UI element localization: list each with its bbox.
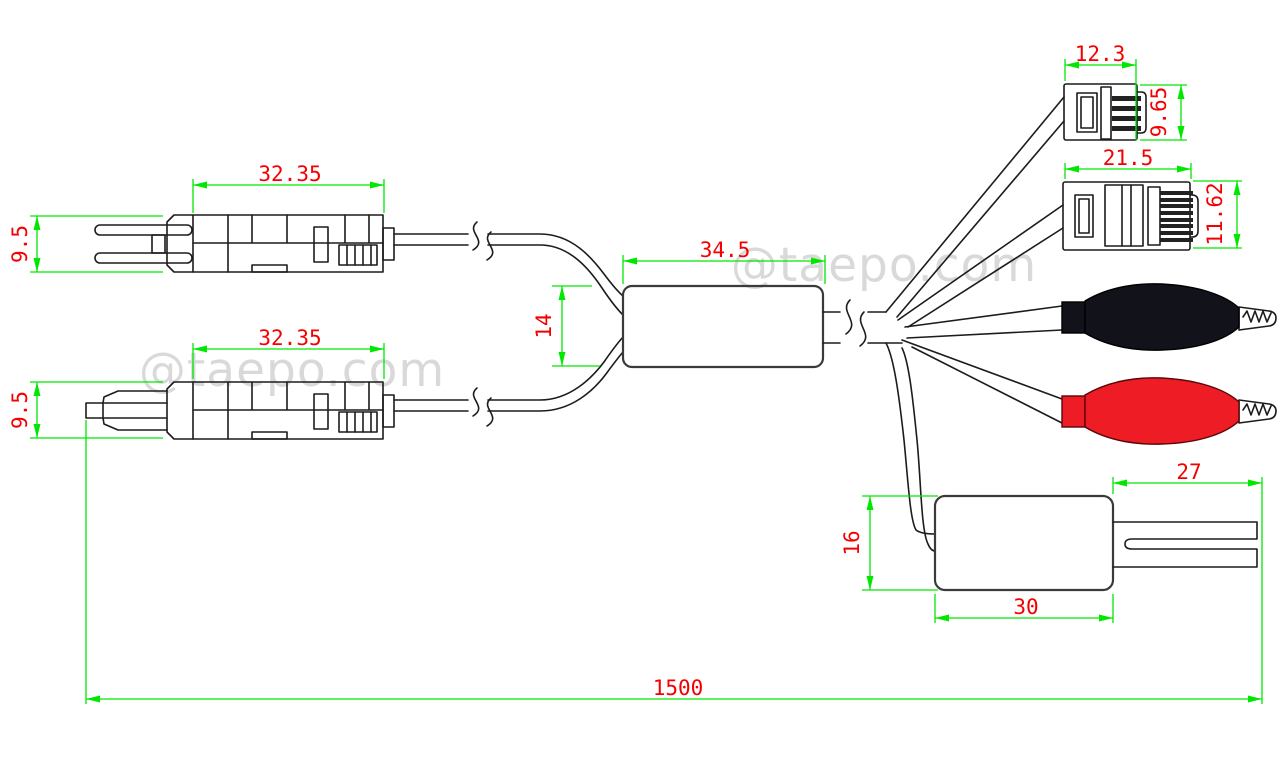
black-clip-jaw: [1238, 306, 1277, 331]
splitter-box: [621, 284, 825, 369]
dim-rj11-height: 9.65: [1140, 84, 1187, 141]
rj45-body-block: [1104, 184, 1144, 247]
svg-text:9.65: 9.65: [1147, 87, 1171, 138]
svg-text:30: 30: [1013, 595, 1038, 619]
branch-black-clip: [906, 329, 1063, 339]
rj45-latch: [1074, 194, 1094, 238]
dim-rj45-height: 11.62: [1193, 180, 1242, 249]
terminal-body: [933, 494, 1115, 592]
svg-text:16: 16: [840, 530, 864, 555]
probe-upper-jaw: [102, 390, 168, 404]
branch-terminal: [901, 347, 936, 552]
trunk-cable: [822, 96, 1065, 552]
break-symbol: [472, 387, 480, 417]
watermark-left: @taepo.com: [139, 343, 445, 398]
red-clip-teeth: [1242, 403, 1272, 416]
dim-terminal-height: 16: [840, 495, 938, 591]
rj11-latch: [1076, 92, 1098, 133]
rj45-contacts: [1160, 191, 1193, 242]
dim-bottom-plug-height: 9.5: [8, 381, 163, 439]
terminal-block: [933, 494, 1258, 592]
red-clip-jaw: [1238, 399, 1277, 424]
svg-text:32.35: 32.35: [258, 326, 321, 350]
branch-rj45: [897, 204, 1064, 321]
rj11-nose: [1136, 91, 1147, 134]
dim-blade-length: 27: [1112, 460, 1263, 704]
dim-top-plug-length: 32.35: [192, 162, 385, 213]
svg-text:9.5: 9.5: [8, 391, 32, 429]
top-test-plug: [94, 214, 395, 273]
svg-text:11.62: 11.62: [1203, 182, 1227, 245]
rj11-contacts: [1112, 96, 1141, 131]
svg-text:34.5: 34.5: [700, 238, 751, 262]
dim-top-plug-height: 9.5: [8, 215, 163, 273]
black-clip-teeth: [1242, 310, 1272, 323]
svg-text:14: 14: [532, 313, 556, 338]
red-alligator-clip: [1061, 377, 1277, 445]
dim-cable-pair-spread: 14: [532, 285, 600, 367]
dim-bottom-plug-length: 32.35: [192, 326, 385, 379]
dim-terminal-length: 30: [934, 594, 1114, 623]
dim-splitter-length: 34.5: [622, 238, 826, 284]
probe-tip: [85, 402, 104, 419]
break-symbol: [472, 221, 480, 251]
dim-rj11-width: 12.3: [1064, 42, 1137, 140]
top-plug-prong-bridge: [151, 234, 166, 254]
terminal-fork-blade: [1112, 521, 1258, 568]
rj11-tab: [1100, 86, 1112, 140]
branch-red-clip: [901, 339, 1063, 400]
svg-text:21.5: 21.5: [1103, 146, 1154, 170]
svg-text:12.3: 12.3: [1075, 42, 1126, 66]
branch-rj11: [896, 120, 1065, 318]
svg-text:32.35: 32.35: [258, 162, 321, 186]
watermark-center: @taepo.com: [731, 238, 1037, 293]
bottom-test-plug: [85, 381, 395, 440]
red-clip-boot: [1084, 377, 1240, 445]
dim-overall-length: 1500: [85, 420, 1262, 704]
probe-lower-jaw: [102, 417, 168, 431]
branch-rj11: [885, 96, 1065, 313]
break-symbol: [845, 299, 853, 335]
svg-text:27: 27: [1176, 460, 1201, 484]
black-alligator-clip: [1061, 283, 1277, 351]
branch-terminal: [885, 342, 936, 535]
break-symbol: [859, 311, 867, 347]
branch-red-clip: [911, 346, 1063, 424]
top-plug-lower-prong: [94, 252, 193, 264]
red-clip-sleeve: [1061, 395, 1086, 428]
plug-cables: [393, 221, 624, 427]
svg-text:1500: 1500: [653, 676, 704, 700]
black-clip-boot: [1084, 283, 1240, 351]
break-symbol: [486, 397, 494, 427]
rj45-nose: [1189, 194, 1199, 238]
branch-black-clip: [904, 305, 1063, 328]
svg-text:9.5: 9.5: [8, 225, 32, 263]
rj11-plug: [1063, 83, 1147, 141]
dim-rj45-width: 21.5: [1064, 146, 1192, 179]
branch-rj45: [907, 227, 1064, 328]
top-plug-upper-prong: [94, 224, 193, 236]
black-clip-sleeve: [1061, 301, 1086, 334]
break-symbol: [486, 231, 494, 261]
rj45-plug: [1062, 181, 1199, 251]
